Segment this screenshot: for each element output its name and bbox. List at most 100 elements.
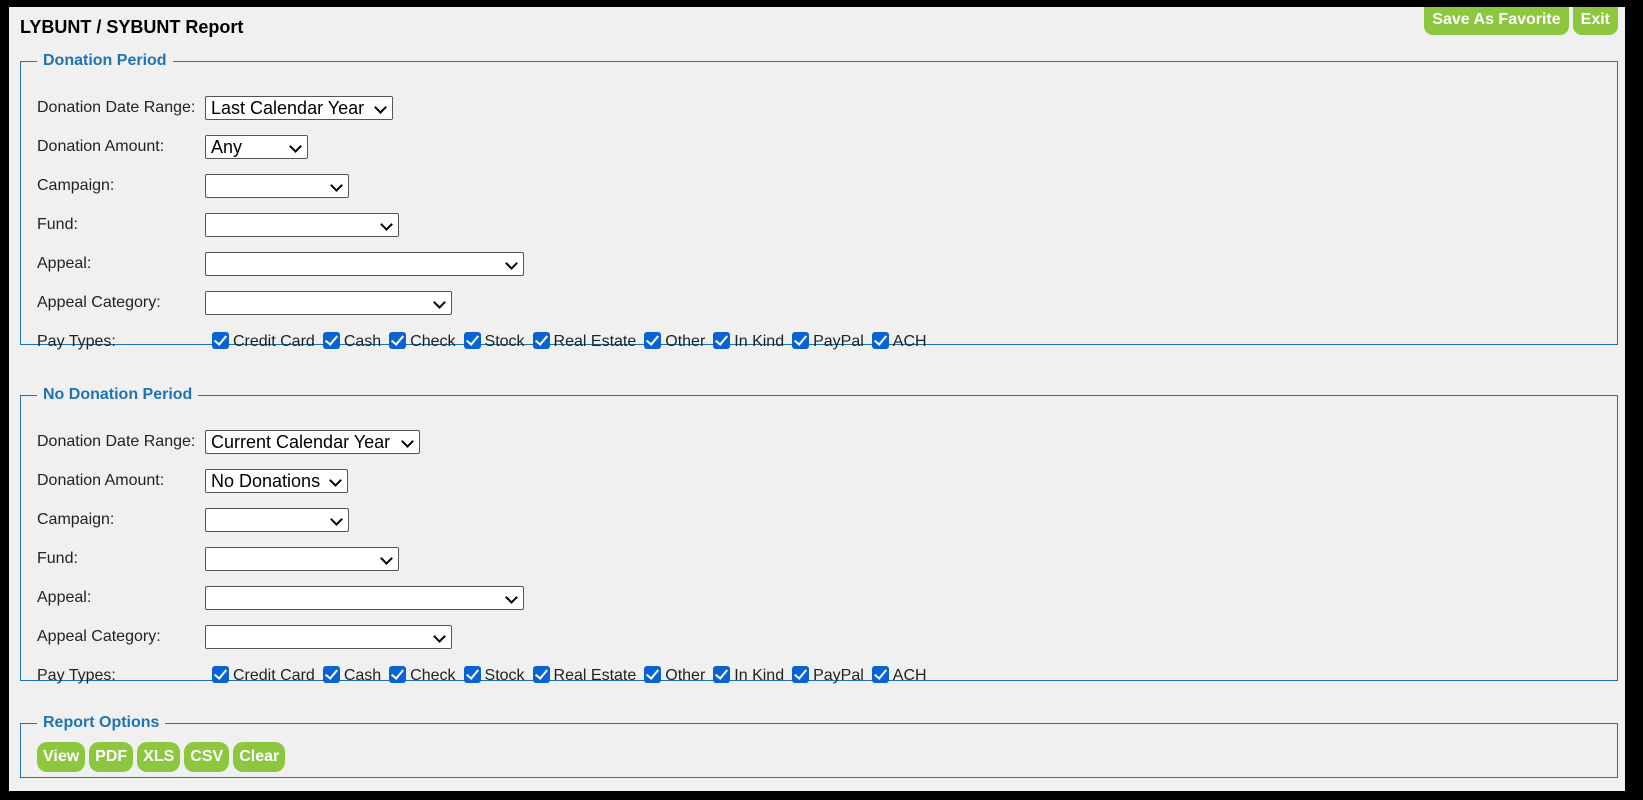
checkbox-checked-icon[interactable] — [644, 331, 662, 349]
appeal-category-select[interactable] — [205, 625, 452, 649]
pay-types-list: Credit Card Cash Check Stock Real Estate… — [212, 665, 935, 685]
pay-type-stock[interactable]: Stock — [463, 665, 525, 685]
pay-type-cash[interactable]: Cash — [322, 665, 381, 685]
appeal-row: Appeal: — [37, 586, 524, 610]
appeal-category-label: Appeal Category: — [37, 294, 161, 311]
campaign-label: Campaign: — [37, 177, 115, 194]
checkbox-checked-icon[interactable] — [463, 331, 481, 349]
pay-type-label: Credit Card — [233, 333, 315, 350]
donation-date-range-select[interactable]: Current Calendar Year — [205, 430, 420, 454]
chevron-down-icon — [380, 552, 393, 565]
checkbox-checked-icon[interactable] — [532, 331, 550, 349]
chevron-down-icon — [374, 101, 387, 114]
pay-type-check[interactable]: Check — [389, 665, 456, 685]
chevron-down-icon — [505, 591, 518, 604]
pay-type-in-kind[interactable]: In Kind — [713, 665, 785, 685]
report-options-legend: Report Options — [43, 714, 160, 731]
pay-type-ach[interactable]: ACH — [871, 331, 927, 351]
checkbox-checked-icon[interactable] — [322, 331, 340, 349]
donation-date-range-value: Last Calendar Year — [211, 97, 365, 118]
campaign-row: Campaign: — [37, 508, 349, 532]
view-button[interactable]: View — [37, 742, 86, 772]
pay-type-check[interactable]: Check — [389, 331, 456, 351]
pay-type-real-estate[interactable]: Real Estate — [532, 665, 636, 685]
pay-type-label: Other — [665, 667, 706, 684]
checkbox-checked-icon[interactable] — [532, 665, 550, 683]
report-options-group: Report Options View PDF XLS CSV Clear — [20, 714, 1618, 778]
campaign-select[interactable] — [205, 174, 349, 198]
pay-types-list: Credit Card Cash Check Stock Real Estate… — [212, 331, 935, 351]
pay-type-other[interactable]: Other — [644, 331, 706, 351]
csv-button[interactable]: CSV — [184, 742, 230, 772]
chevron-down-icon — [433, 630, 446, 643]
chevron-down-icon — [380, 218, 393, 231]
appeal-row: Appeal: — [37, 252, 524, 276]
pay-type-label: Stock — [484, 667, 525, 684]
fund-select[interactable] — [205, 547, 399, 571]
pay-type-credit-card[interactable]: Credit Card — [212, 665, 315, 685]
pay-type-label: Check — [410, 667, 456, 684]
checkbox-checked-icon[interactable] — [322, 665, 340, 683]
checkbox-checked-icon[interactable] — [212, 665, 229, 683]
pay-type-stock[interactable]: Stock — [463, 331, 525, 351]
exit-button[interactable]: Exit — [1572, 7, 1618, 35]
pay-type-label: ACH — [892, 333, 927, 350]
chevron-down-icon — [289, 140, 302, 153]
pay-type-label: Real Estate — [553, 333, 637, 350]
pay-type-in-kind[interactable]: In Kind — [713, 331, 785, 351]
pay-type-label: PayPal — [813, 333, 864, 350]
pay-type-label: In Kind — [734, 333, 785, 350]
pay-type-ach[interactable]: ACH — [871, 665, 927, 685]
pay-type-other[interactable]: Other — [644, 665, 706, 685]
appeal-category-select[interactable] — [205, 291, 452, 315]
donation-amount-select[interactable]: No Donations — [205, 469, 348, 493]
checkbox-checked-icon[interactable] — [792, 331, 810, 349]
report-panel: LYBUNT / SYBUNT Report Save As Favorite … — [9, 7, 1625, 791]
donation-date-range-row: Donation Date Range: Last Calendar Year — [37, 96, 393, 120]
donation-date-range-label: Donation Date Range: — [37, 433, 196, 450]
chevron-down-icon — [433, 296, 446, 309]
pay-types-label: Pay Types: — [37, 667, 116, 684]
campaign-select[interactable] — [205, 508, 349, 532]
fund-select[interactable] — [205, 213, 399, 237]
no-donation-period-group: No Donation Period Donation Date Range: … — [20, 386, 1618, 684]
save-as-favorite-button[interactable]: Save As Favorite — [1424, 7, 1569, 35]
pay-type-real-estate[interactable]: Real Estate — [532, 331, 637, 351]
checkbox-checked-icon[interactable] — [212, 331, 229, 349]
pay-type-paypal[interactable]: PayPal — [792, 665, 864, 685]
pay-type-label: In Kind — [734, 667, 785, 684]
xls-button[interactable]: XLS — [137, 742, 181, 772]
fund-label: Fund: — [37, 216, 78, 233]
checkbox-checked-icon[interactable] — [713, 331, 731, 349]
appeal-select[interactable] — [205, 252, 524, 276]
donation-date-range-select[interactable]: Last Calendar Year — [205, 96, 393, 120]
pay-type-cash[interactable]: Cash — [322, 331, 382, 351]
checkbox-checked-icon[interactable] — [871, 331, 889, 349]
pay-types-row: Pay Types: Credit Card Cash Check Stock … — [37, 330, 935, 354]
appeal-label: Appeal: — [37, 255, 92, 272]
clear-button[interactable]: Clear — [233, 742, 286, 772]
pdf-button[interactable]: PDF — [89, 742, 134, 772]
checkbox-checked-icon[interactable] — [463, 665, 481, 683]
pay-type-label: Other — [665, 333, 706, 350]
donation-amount-row: Donation Amount: No Donations — [37, 469, 348, 493]
pay-type-credit-card[interactable]: Credit Card — [212, 331, 315, 351]
donation-amount-label: Donation Amount: — [37, 138, 165, 155]
checkbox-checked-icon[interactable] — [389, 331, 407, 349]
checkbox-checked-icon[interactable] — [792, 665, 810, 683]
checkbox-checked-icon[interactable] — [871, 665, 889, 683]
checkbox-checked-icon[interactable] — [389, 665, 407, 683]
pay-types-label: Pay Types: — [37, 333, 116, 350]
fund-row: Fund: — [37, 213, 399, 237]
checkbox-checked-icon[interactable] — [644, 665, 662, 683]
pay-type-paypal[interactable]: PayPal — [792, 331, 864, 351]
checkbox-checked-icon[interactable] — [713, 665, 731, 683]
appeal-select[interactable] — [205, 586, 524, 610]
donation-amount-select[interactable]: Any — [205, 135, 308, 159]
campaign-row: Campaign: — [37, 174, 349, 198]
pay-type-label: Cash — [343, 333, 382, 350]
pay-type-label: Stock — [484, 333, 525, 350]
top-toolbar: Save As Favorite Exit — [1424, 7, 1618, 35]
donation-amount-value: No Donations — [211, 470, 321, 491]
appeal-category-label: Appeal Category: — [37, 628, 161, 645]
